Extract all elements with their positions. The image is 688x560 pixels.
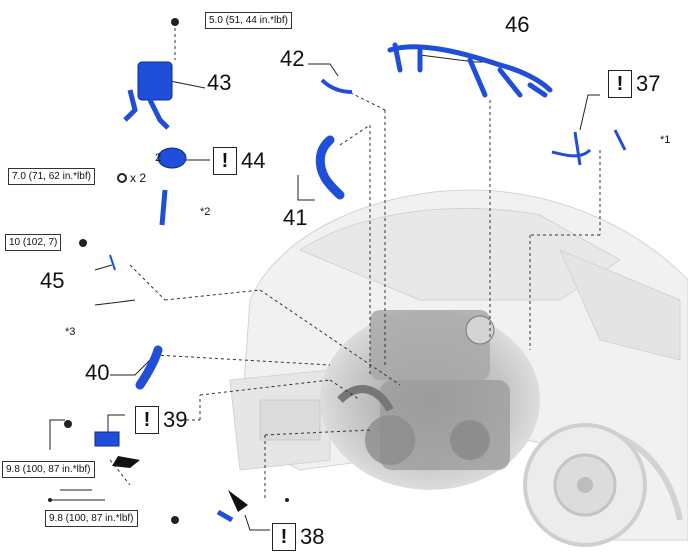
torque-left-bolt: 9.8 (100, 87 in.*lbf) [2, 461, 95, 478]
arrow-marker-38 [228, 490, 248, 512]
wire-harness-46 [387, 42, 553, 98]
clamp-45 [79, 239, 116, 271]
part-number-46: 46 [505, 12, 530, 37]
front-wheel [523, 423, 647, 547]
quantity-label: x 2 [130, 171, 147, 185]
caution-icon-44: ! [213, 147, 237, 175]
part-number-42: 42 [280, 46, 305, 71]
part-number-38: 38 [300, 524, 325, 549]
arrow-marker [112, 456, 140, 468]
note-star-3: *3 [65, 326, 76, 338]
engine-assembly [320, 310, 540, 490]
pump-mark-label: 2 [155, 152, 162, 164]
part-number-44: 44 [241, 148, 266, 173]
note-star-1: *1 [660, 134, 671, 146]
part-number-39: 39 [163, 407, 188, 432]
torque-reservoir-bolt: 5.0 (51, 44 in.*lbf) [205, 12, 292, 29]
pump-44 [117, 147, 187, 226]
leader-lines [109, 28, 601, 500]
torque-pump-bolts: 7.0 (71, 62 in.*lbf) [8, 168, 95, 185]
torque-clamp-bolt: 10 (102, 7) [5, 234, 62, 251]
part-number-45: 45 [40, 268, 65, 293]
caution-icon-38: ! [272, 523, 296, 551]
part-38 [171, 490, 289, 524]
caution-icon-37: ! [608, 70, 632, 98]
torque-bottom-bolt: 9.8 (100, 87 in.*lbf) [45, 510, 138, 527]
part-number-41: 41 [283, 205, 308, 230]
part-number-43: 43 [207, 70, 232, 95]
bracket-37 [551, 129, 627, 166]
hose-40 [135, 345, 163, 390]
part-number-40: 40 [85, 360, 110, 385]
reservoir-43 [123, 18, 179, 130]
part-number-37: 37 [636, 71, 661, 96]
hose-41 [315, 135, 345, 200]
caution-icon-39: ! [135, 406, 159, 434]
note-star-2: *2 [200, 206, 211, 218]
part-39 [64, 420, 140, 468]
hose-42 [320, 78, 353, 94]
